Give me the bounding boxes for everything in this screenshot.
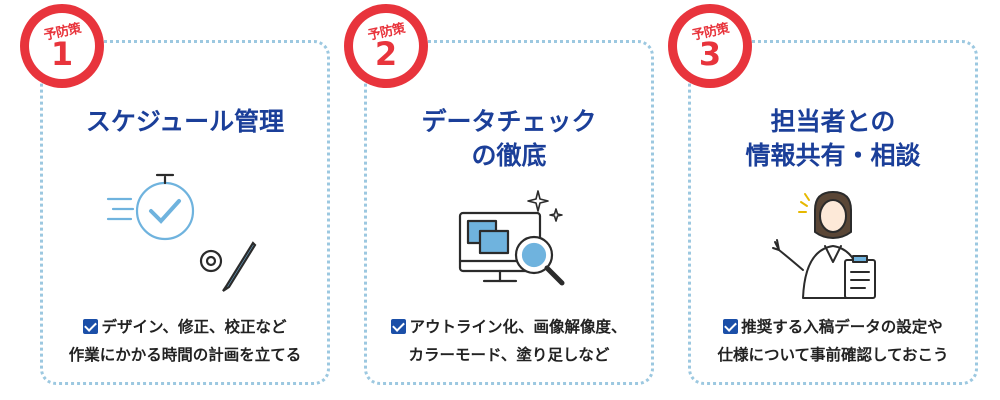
desc-line: カラーモード、塗り足しなど <box>408 346 610 364</box>
checkbox-icon <box>723 319 739 334</box>
prevention-card-1: スケジュール管理 デザイン、修正、校正など 作業にかかる時間の計画を立てる <box>40 40 330 385</box>
checkbox-icon <box>391 319 407 334</box>
prevention-card-2: データチェック の徹底 アウトライン化、画像解像度、 カラーモード、塗り足しなど <box>364 40 654 385</box>
badge-1: 予防策 1 <box>20 4 104 88</box>
desc-line: 推奨する入稿データの設定や <box>741 318 943 336</box>
card-title: データチェック の徹底 <box>367 105 651 173</box>
prevention-card-3: 担当者との 情報共有・相談 推奨する入稿データの設定や 仕様について事前確認して… <box>688 40 978 385</box>
desc-line: デザイン、修正、校正など <box>101 318 287 336</box>
title-line: の徹底 <box>471 141 547 170</box>
desc-line: アウトライン化、画像解像度、 <box>409 318 627 336</box>
card-title: 担当者との 情報共有・相談 <box>691 105 975 173</box>
badge-number: 2 <box>374 35 398 73</box>
badge-2: 予防策 2 <box>344 4 428 88</box>
stopwatch-and-tools-icon <box>106 173 257 292</box>
desc-line: 作業にかかる時間の計画を立てる <box>68 346 302 364</box>
badge-number: 3 <box>698 35 722 73</box>
desc-line: 仕様について事前確認しておこう <box>717 346 949 364</box>
title-line: 情報共有・相談 <box>745 141 921 170</box>
card-title: スケジュール管理 <box>43 105 327 139</box>
consultant-person-icon <box>772 191 876 299</box>
checkbox-icon <box>83 319 99 334</box>
badge-3: 予防策 3 <box>668 4 752 88</box>
card-description: 推奨する入稿データの設定や 仕様について事前確認しておこう <box>691 313 975 369</box>
title-line: 担当者との <box>770 107 896 136</box>
badge-number: 1 <box>50 35 74 73</box>
monitor-magnifier-icon <box>458 190 565 286</box>
title-line: データチェック <box>421 107 597 136</box>
card-description: アウトライン化、画像解像度、 カラーモード、塗り足しなど <box>367 313 651 369</box>
card-description: デザイン、修正、校正など 作業にかかる時間の計画を立てる <box>43 313 327 369</box>
title-line: スケジュール管理 <box>85 107 285 136</box>
